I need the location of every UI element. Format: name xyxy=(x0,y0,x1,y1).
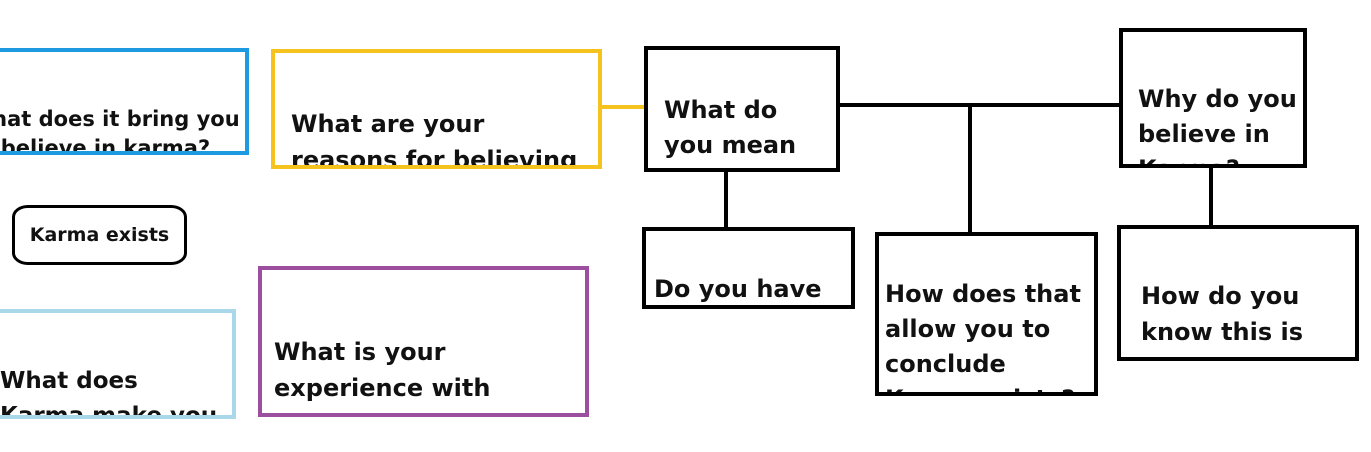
karma-exists-text: Karma exists xyxy=(29,224,170,246)
reasons-box: What are your reasons for believing in K… xyxy=(271,49,602,169)
karma-exists-node: Karma exists xyxy=(12,205,187,265)
why-do-you-believe-text: Why do you believe in Karma? xyxy=(1138,85,1297,164)
what-do-you-mean-box: What do you mean by Karma? xyxy=(644,46,840,172)
conclude-box: How does that allow you to conclude Karm… xyxy=(875,232,1098,396)
connector-why-to-know xyxy=(1209,166,1213,228)
what-do-you-mean-text: What do you mean by Karma? xyxy=(664,96,807,168)
know-text: How do you know this is the case? xyxy=(1141,282,1303,357)
bring-you-to-believe-box: What does it bring you to believe in kar… xyxy=(0,48,249,155)
know-box: How do you know this is the case? xyxy=(1117,225,1359,361)
connector-mean-to-example xyxy=(724,170,728,230)
example-text: Do you have an example? xyxy=(654,275,822,303)
connector-reasons-to-mean xyxy=(600,105,646,109)
why-do-you-believe-box: Why do you believe in Karma? xyxy=(1119,28,1307,168)
karma-make-you-do-box: What does Karma make you do? xyxy=(0,309,236,419)
connector-branch-to-conclude xyxy=(968,103,972,235)
experience-text: What is your experience with karma? xyxy=(274,338,491,413)
karma-make-you-do-text: What does Karma make you do? xyxy=(0,368,218,419)
conclude-text: How does that allow you to conclude Karm… xyxy=(885,280,1081,392)
connector-mean-to-why xyxy=(838,103,1122,107)
experience-box: What is your experience with karma? xyxy=(258,266,589,417)
bring-you-to-believe-text: What does it bring you to believe in kar… xyxy=(0,107,240,155)
example-box: Do you have an example? xyxy=(642,227,855,309)
reasons-text: What are your reasons for believing in K… xyxy=(291,110,578,169)
